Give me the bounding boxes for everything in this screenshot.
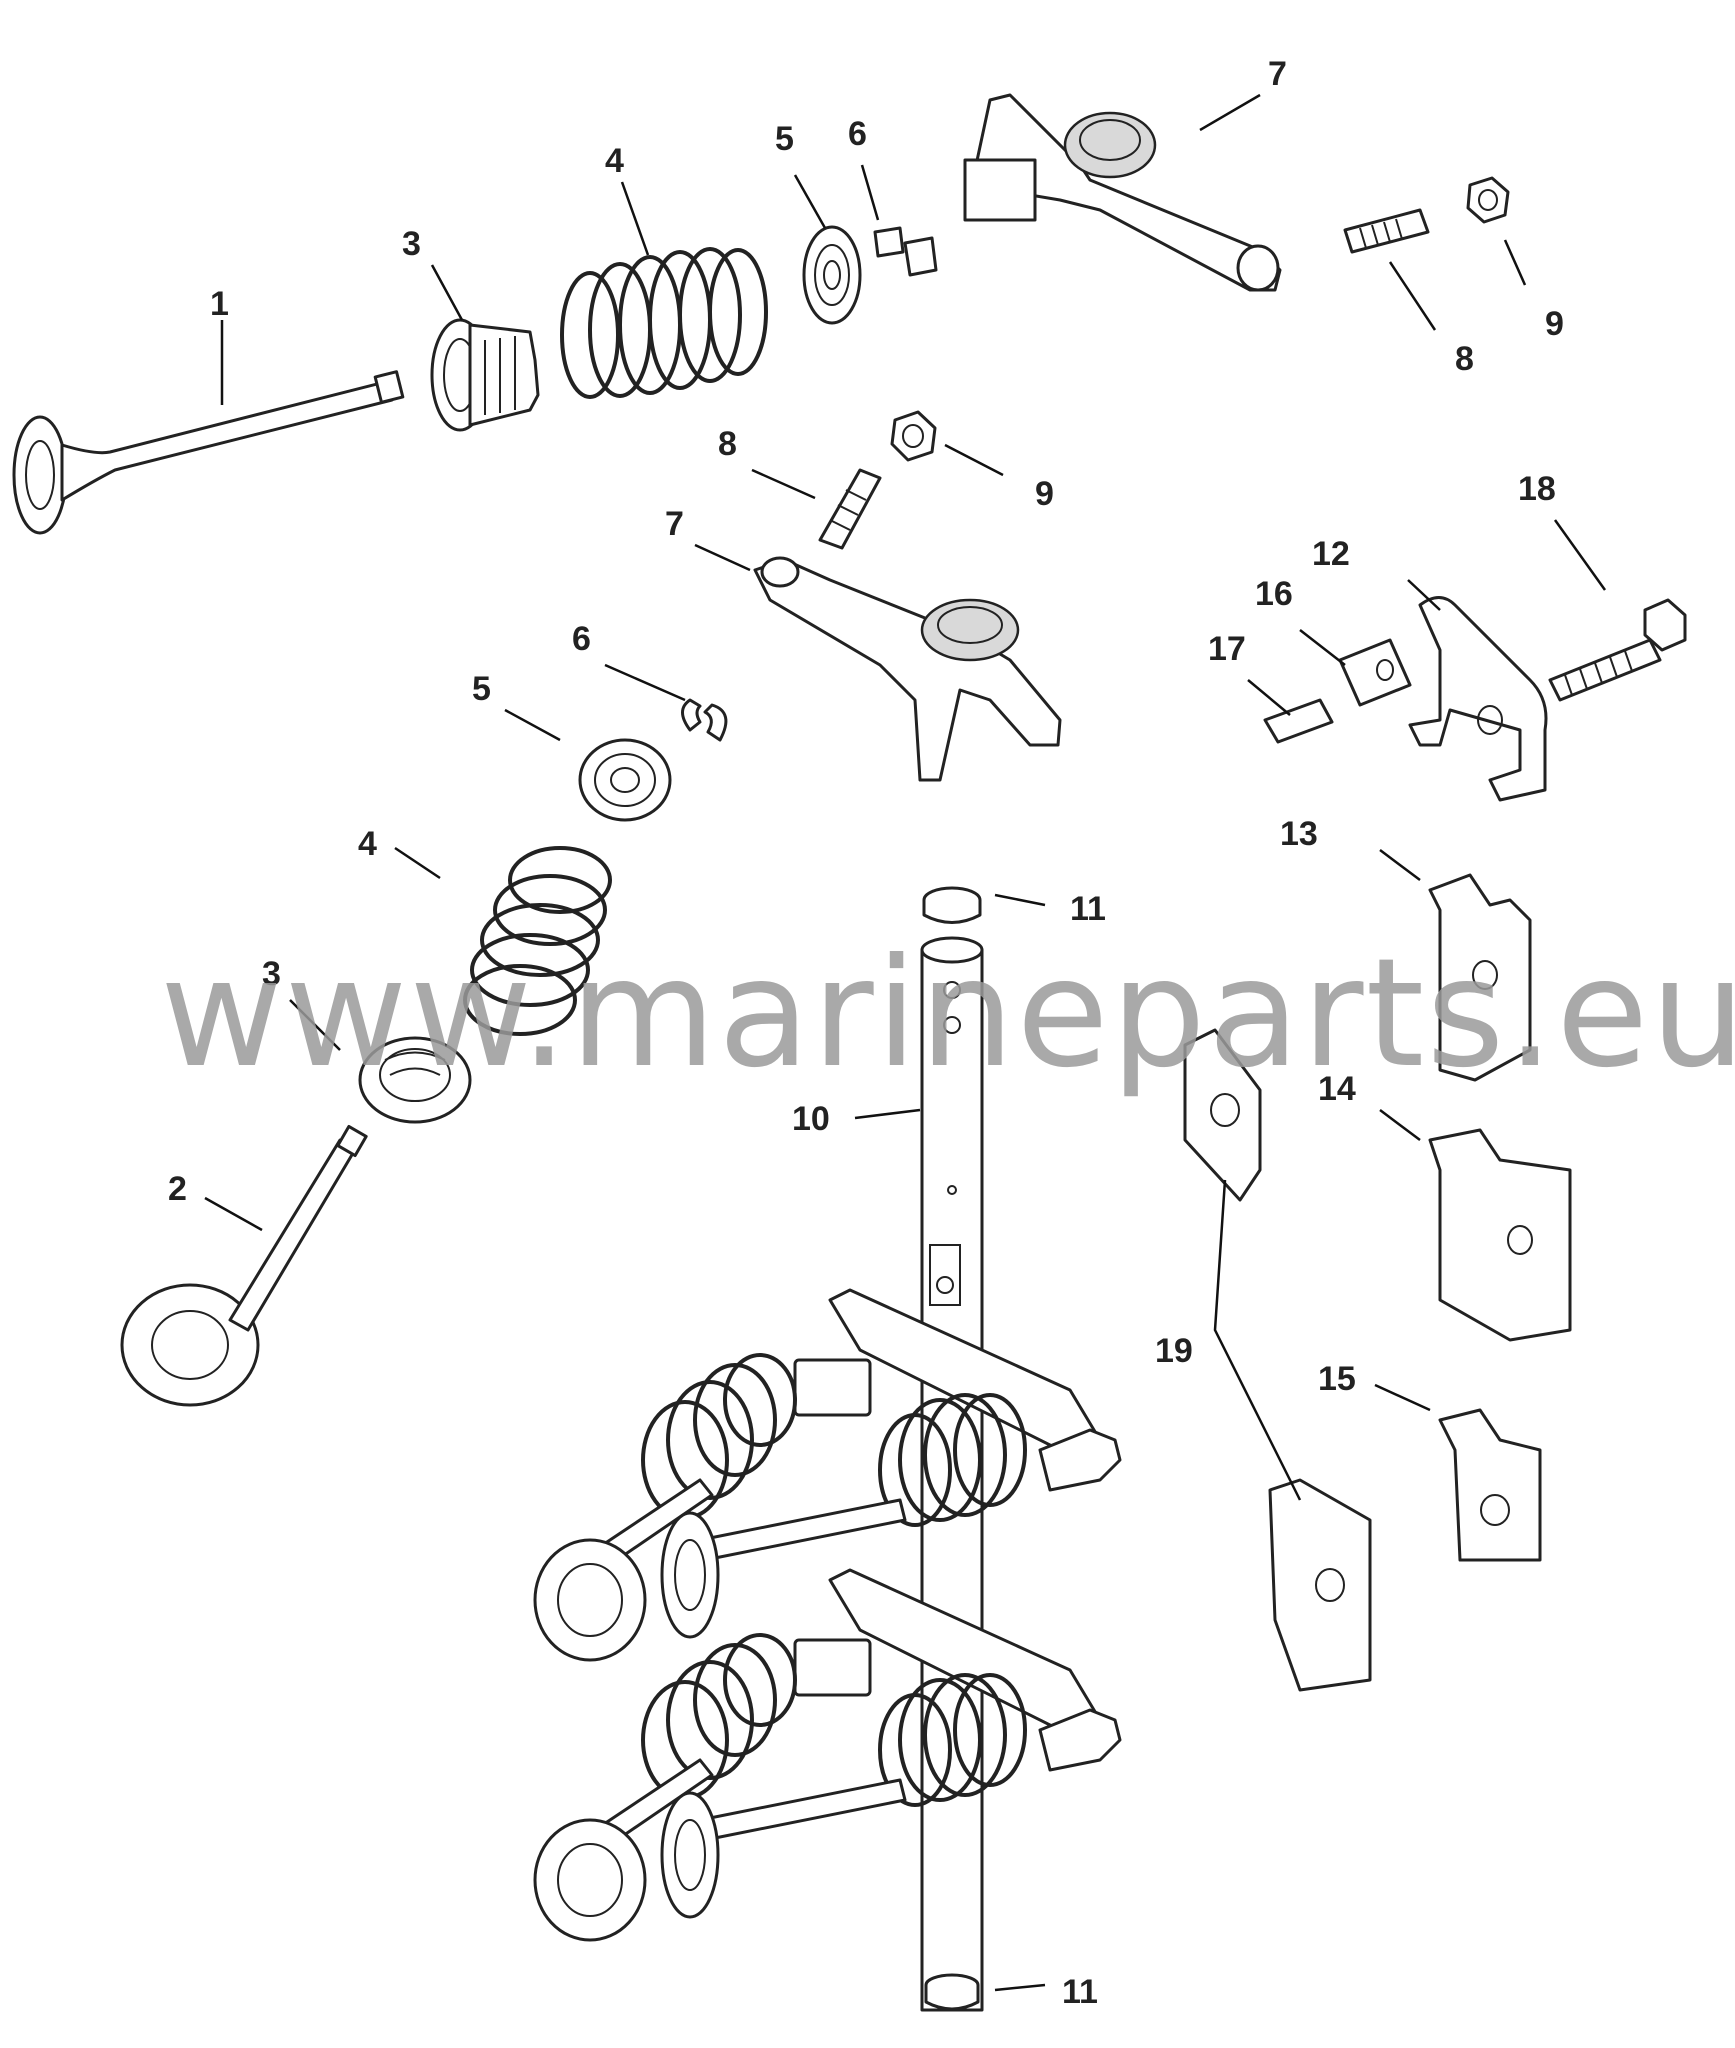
- callout-7-top: 7: [1268, 55, 1287, 93]
- callout-13: 13: [1280, 815, 1318, 853]
- assembly-lower: [533, 1568, 1122, 1942]
- part-10-rocker-shaft: [920, 936, 984, 2012]
- part-11-cap-bottom: [924, 1973, 980, 2011]
- part-6-keepers-top: [873, 226, 938, 277]
- callout-3-mid: 3: [262, 955, 281, 993]
- part-6-keepers-mid: [681, 698, 728, 742]
- assembly-upper: [533, 1288, 1122, 1662]
- part-13-clip: [1428, 873, 1532, 1082]
- callout-1: 1: [210, 285, 229, 323]
- callout-6-mid: 6: [572, 620, 591, 658]
- callout-9-top: 9: [1545, 305, 1564, 343]
- part-18-bolt: [1548, 598, 1687, 702]
- part-19-clip-lower: [1268, 1478, 1372, 1692]
- callout-14: 14: [1318, 1070, 1356, 1108]
- part-14-clip: [1428, 1128, 1572, 1342]
- callout-8-mid: 8: [718, 425, 737, 463]
- part-7-rocker-arm-mid: [753, 556, 1062, 782]
- part-9-nut-top: [1466, 176, 1510, 224]
- callout-11-bottom: 11: [1062, 1973, 1098, 2011]
- leader-lines: [204, 93, 1607, 1992]
- callout-4-top: 4: [605, 142, 624, 180]
- part-11-cap-top: [922, 886, 982, 924]
- part-8-adjuster-top: [1343, 208, 1430, 254]
- part-3-valve-seal-top: [430, 318, 540, 432]
- part-2-valve: [120, 1124, 368, 1407]
- callout-4-mid: 4: [358, 825, 377, 863]
- callout-10: 10: [792, 1100, 830, 1138]
- callout-9-mid: 9: [1035, 475, 1054, 513]
- callout-15: 15: [1318, 1360, 1356, 1398]
- callout-11-top: 11: [1070, 890, 1106, 928]
- callout-2: 2: [168, 1170, 187, 1208]
- callout-8-top: 8: [1455, 340, 1474, 378]
- watermark: www.marineparts.eu: [160, 927, 1735, 1101]
- callout-12: 12: [1312, 535, 1350, 573]
- part-3-valve-seal-mid: [358, 1036, 472, 1124]
- part-9-nut-mid: [890, 410, 937, 462]
- part-12-bracket: [1408, 596, 1548, 802]
- callout-5-top: 5: [775, 120, 794, 158]
- part-4-valve-spring-mid: [463, 846, 612, 1036]
- callout-18: 18: [1518, 470, 1556, 508]
- part-7-rocker-arm-top: [963, 93, 1282, 292]
- callout-6-top: 6: [848, 115, 867, 153]
- part-8-adjuster-mid: [818, 468, 882, 550]
- callout-16: 16: [1255, 575, 1293, 613]
- part-5-retainer-top: [802, 225, 862, 325]
- callout-3-top: 3: [402, 225, 421, 263]
- callouts: 1 3 4 5 6 7 8 9 8 9 7 6 5 4 3 2 10 11 11…: [168, 55, 1564, 2011]
- callout-17: 17: [1208, 630, 1246, 668]
- part-19-clip-upper: [1183, 1028, 1262, 1202]
- callout-19: 19: [1155, 1332, 1193, 1370]
- part-5-retainer-mid: [578, 738, 672, 822]
- part-16-sleeve: [1338, 638, 1412, 707]
- part-15-clip: [1438, 1408, 1542, 1562]
- part-17-pin: [1263, 698, 1334, 744]
- part-1-valve: [12, 370, 405, 535]
- part-4-valve-spring-top: [560, 247, 768, 399]
- callout-5-mid: 5: [472, 670, 491, 708]
- callout-7-mid: 7: [665, 505, 684, 543]
